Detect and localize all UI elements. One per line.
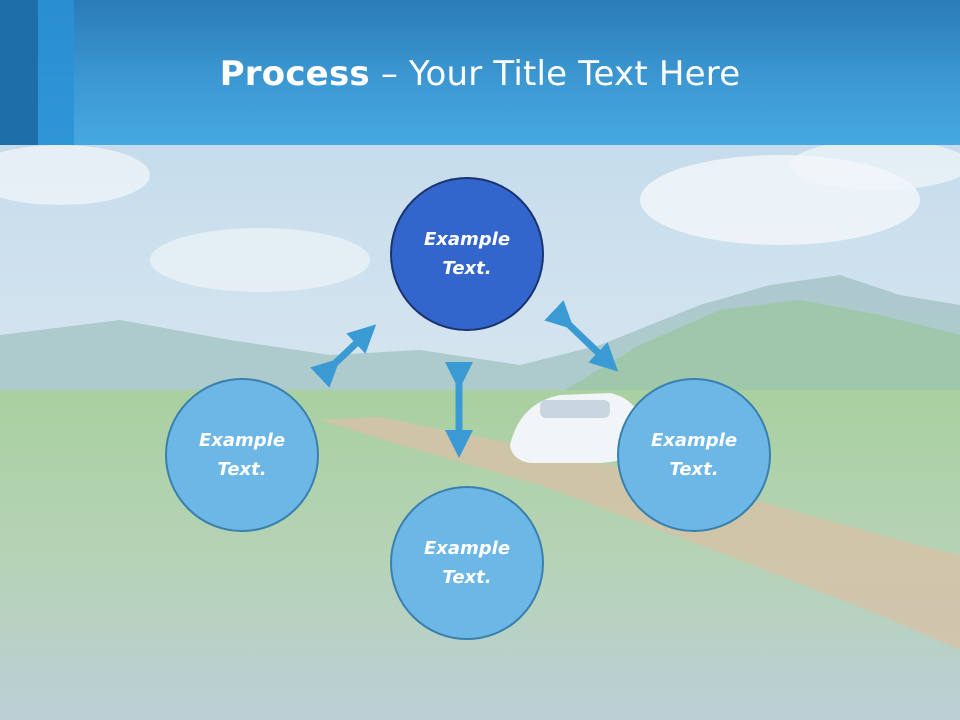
- node-right: Example Text.: [617, 378, 771, 532]
- title-bold: Process: [219, 54, 370, 94]
- node-top: Example Text.: [390, 177, 544, 331]
- header-accent-stripe: [0, 0, 38, 145]
- slide-title: Process – Your Title Text Here: [0, 52, 960, 96]
- arrow-top-left: [310, 324, 377, 388]
- node-left: Example Text.: [165, 378, 319, 532]
- node-top-label: Example Text.: [423, 229, 511, 279]
- title-rest: – Your Title Text Here: [369, 54, 741, 94]
- node-right-label: Example Text.: [650, 430, 738, 480]
- node-bottom: Example Text.: [390, 486, 544, 640]
- header-accent-stripe: [38, 0, 74, 145]
- arrow-top-right: [544, 300, 619, 372]
- title-bar: Process – Your Title Text Here: [0, 0, 960, 145]
- node-bottom-label: Example Text.: [423, 538, 511, 588]
- node-left-label: Example Text.: [198, 430, 286, 480]
